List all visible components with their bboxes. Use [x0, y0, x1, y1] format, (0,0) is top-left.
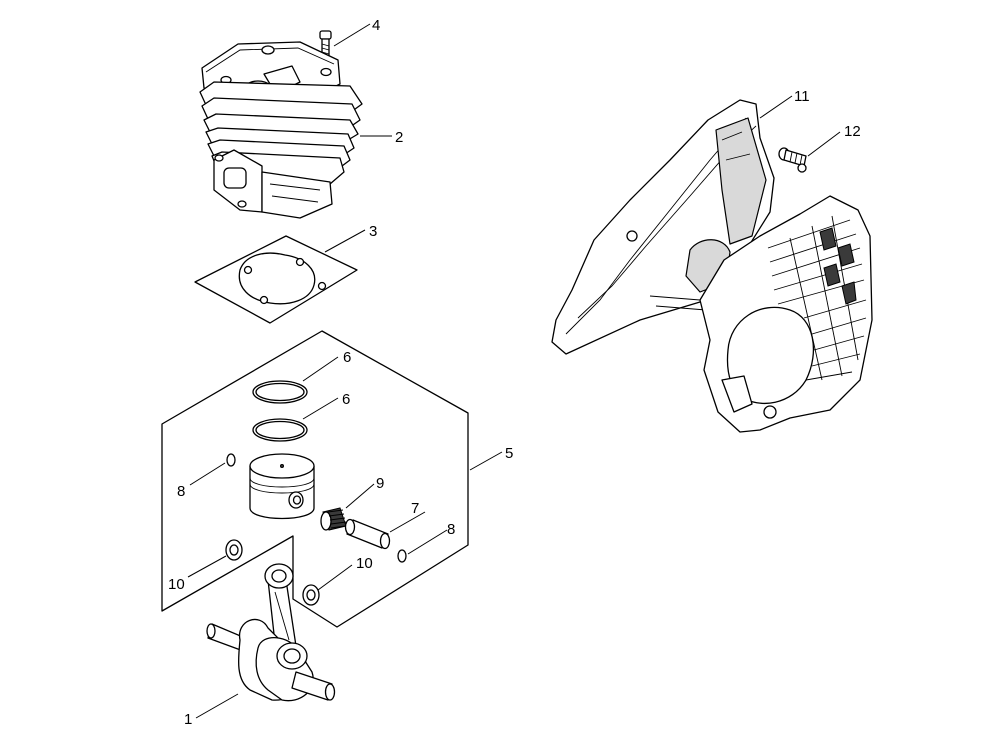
part-3-gasket[interactable] — [194, 235, 358, 324]
part-10-washer-right[interactable] — [302, 584, 320, 606]
callout-5: 5 — [505, 445, 513, 462]
callout-7: 7 — [411, 500, 419, 517]
callout-11: 11 — [794, 88, 810, 105]
part-10-washer-left[interactable] — [225, 539, 243, 561]
callout-8-left: 8 — [177, 483, 185, 500]
part-2-cylinder[interactable] — [199, 41, 363, 219]
callout-3: 3 — [369, 223, 377, 240]
callout-6-lower: 6 — [342, 391, 350, 408]
piston[interactable] — [249, 453, 315, 520]
part-12-screw[interactable] — [778, 147, 807, 167]
part-6-piston-ring-lower[interactable] — [252, 418, 308, 442]
part-6-piston-ring-upper[interactable] — [252, 380, 308, 404]
part-9-needle-bearing[interactable] — [320, 507, 347, 531]
piston-kit-boundary — [161, 330, 469, 628]
part-7-piston-pin[interactable] — [344, 518, 391, 550]
part-1-crankshaft[interactable] — [206, 563, 336, 702]
callout-10-left: 10 — [168, 576, 185, 593]
callout-12: 12 — [844, 123, 861, 140]
part-8-circlip-left[interactable] — [226, 453, 236, 467]
callout-10-right: 10 — [356, 555, 373, 572]
callout-9: 9 — [376, 475, 384, 492]
callout-6-upper: 6 — [343, 349, 351, 366]
part-8-circlip-right[interactable] — [397, 549, 407, 563]
callout-8-right: 8 — [447, 521, 455, 538]
callout-2: 2 — [395, 129, 403, 146]
callouts: 1 2 3 4 5 6 6 7 8 8 9 10 10 11 12 — [168, 17, 861, 728]
part-11-fan-housing[interactable] — [551, 99, 873, 433]
callout-4: 4 — [372, 17, 380, 34]
callout-1: 1 — [184, 711, 192, 728]
leader-lines — [187, 23, 841, 719]
